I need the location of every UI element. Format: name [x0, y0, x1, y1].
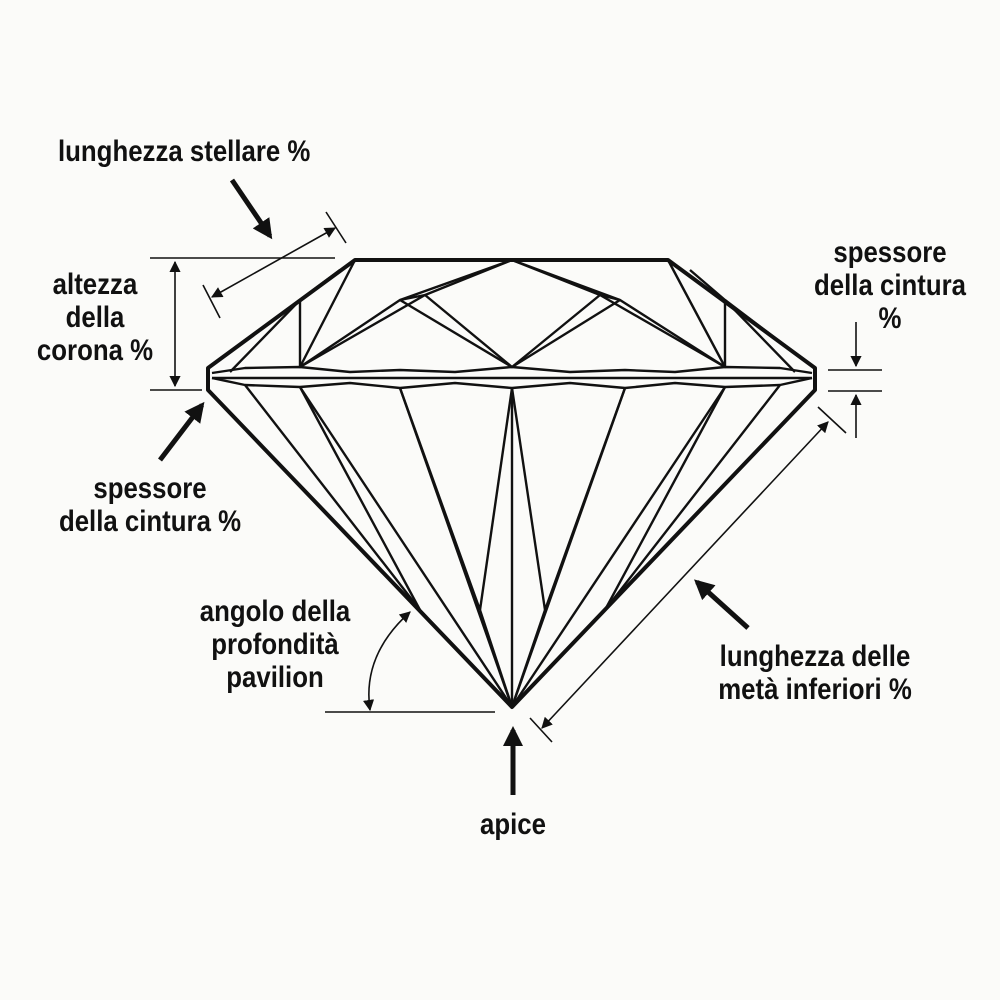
crown-height-label: altezza della corona %: [36, 268, 154, 367]
girdle-thickness-left-label: spessore della cintura %: [58, 472, 242, 538]
girdle-facets: [211, 365, 813, 390]
culet-label: apice: [480, 808, 546, 841]
girdle-left-pointer: [158, 401, 205, 462]
girdle-right-dimension: [828, 322, 882, 438]
girdle-thickness-right-label: spessore della cintura %: [814, 236, 966, 335]
star-length-label: lunghezza stellare %: [58, 135, 311, 168]
crown-facets: [207, 258, 816, 373]
pavilion-depth-angle-label: angolo della profondità pavilion: [199, 595, 351, 694]
lower-half-length-dimension: [529, 406, 847, 743]
star-length-dimension: [202, 178, 347, 319]
crown-height-dimension: [150, 257, 335, 391]
lower-half-length-label: lunghezza delle metà inferiori %: [718, 640, 912, 706]
pavilion-angle-indicator: [325, 611, 495, 713]
